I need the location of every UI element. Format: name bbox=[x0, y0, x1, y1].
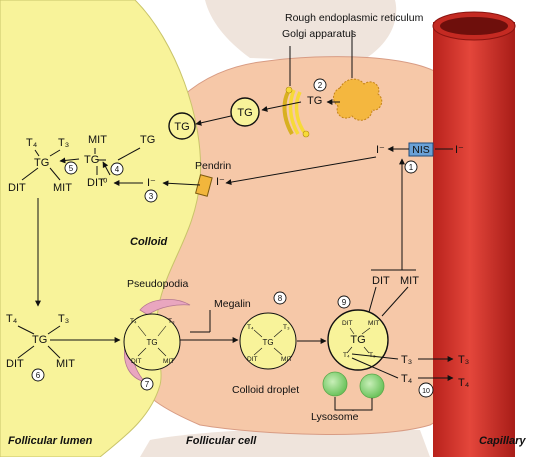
tg-cluster-bottom: TG bbox=[32, 334, 47, 346]
mit-middle: MIT bbox=[88, 134, 107, 146]
svg-text:5: 5 bbox=[69, 164, 74, 173]
svg-text:8: 8 bbox=[278, 294, 283, 303]
lysosome-label: Lysosome bbox=[311, 411, 359, 423]
follicular-lumen-label: Follicular lumen bbox=[8, 435, 93, 447]
lysosome-a bbox=[322, 371, 348, 397]
iodide-in-blood: I⁻ bbox=[455, 144, 464, 156]
follicular-cell-label: Follicular cell bbox=[186, 435, 257, 447]
svg-text:1: 1 bbox=[409, 163, 414, 172]
dit-top-left: DIT bbox=[8, 182, 26, 194]
t3-release-cell: T₃ bbox=[401, 354, 412, 366]
golgi-label: Golgi apparatus bbox=[282, 28, 356, 40]
tg-label-vesicle-1: TG bbox=[174, 121, 189, 133]
dit-drop7: DIT bbox=[131, 358, 142, 365]
t3-bottom: T₃ bbox=[58, 313, 69, 325]
pseudopodia-top bbox=[139, 299, 191, 316]
golgi-apparatus bbox=[282, 86, 310, 138]
t3-release-blood: T₃ bbox=[458, 354, 469, 366]
mit-bottom: MIT bbox=[56, 358, 75, 370]
pendrin-label: Pendrin bbox=[195, 160, 231, 172]
rer-label: Rough endoplasmic reticulum bbox=[285, 12, 424, 24]
step-6: 6 bbox=[31, 368, 45, 382]
tg-drop8: TG bbox=[262, 338, 273, 347]
t3-drop7: T₃ bbox=[168, 318, 175, 325]
mit-drop7: MIT bbox=[163, 358, 174, 365]
tg-vesicle-2 bbox=[230, 97, 260, 127]
tg-cluster-middle: TG bbox=[84, 154, 99, 166]
step-5: 5 bbox=[64, 161, 78, 175]
svg-text:3: 3 bbox=[149, 192, 154, 201]
adjacent-cell-top bbox=[205, 0, 397, 62]
t3-top: T₃ bbox=[58, 137, 69, 149]
iodide-lumen: I⁻ bbox=[147, 177, 156, 189]
dit-bottom: DIT bbox=[6, 358, 24, 370]
svg-text:4: 4 bbox=[115, 165, 120, 174]
step-9: 9 bbox=[337, 295, 351, 309]
lysosome-b bbox=[359, 373, 385, 399]
dit-drop9-top: DIT bbox=[372, 275, 390, 287]
t3-drop8: T₃ bbox=[283, 324, 290, 331]
step-2: 2 bbox=[313, 78, 327, 92]
iodide-pendrin: I⁻ bbox=[216, 176, 225, 188]
iodide-in-cell: I⁻ bbox=[376, 144, 385, 156]
step-8: 8 bbox=[273, 291, 287, 305]
colloid-droplet-label: Colloid droplet bbox=[232, 384, 299, 396]
svg-text:9: 9 bbox=[342, 298, 347, 307]
mit-drop8: MIT bbox=[281, 356, 292, 363]
tg-drop9: TG bbox=[350, 334, 365, 346]
dit-drop8: DIT bbox=[247, 356, 258, 363]
rough-er bbox=[333, 78, 383, 121]
svg-text:6: 6 bbox=[36, 371, 41, 380]
megalin-label: Megalin bbox=[214, 298, 251, 310]
t4-bottom: T₄ bbox=[6, 313, 18, 325]
t4-top: T₄ bbox=[26, 137, 38, 149]
capillary-vessel bbox=[433, 22, 515, 457]
colloid-label: Colloid bbox=[130, 236, 168, 248]
t4-release-cell: T₄ bbox=[401, 373, 413, 385]
pseudopodia-label: Pseudopodia bbox=[127, 278, 188, 290]
pendrin-transporter bbox=[195, 174, 213, 197]
tg-cluster-right: TG bbox=[140, 134, 155, 146]
nis-label: NIS bbox=[412, 144, 430, 156]
step-1: 1 bbox=[404, 160, 418, 174]
svg-text:2: 2 bbox=[318, 81, 323, 90]
step-10: 10 bbox=[418, 382, 434, 398]
t4-drop8: T₄ bbox=[247, 324, 254, 331]
t4-drop9: T₄ bbox=[343, 352, 350, 359]
step-4: 4 bbox=[110, 162, 124, 176]
mit-top-left: MIT bbox=[53, 182, 72, 194]
tg-cluster-left: TG bbox=[34, 157, 49, 169]
mit-drop9: MIT bbox=[368, 320, 379, 327]
svg-text:10: 10 bbox=[422, 388, 430, 395]
dit-middle: DIT bbox=[87, 177, 105, 189]
tg-label-golgi: TG bbox=[307, 95, 322, 107]
t3-drop9: T₃ bbox=[369, 352, 376, 359]
dit-drop9: DIT bbox=[342, 320, 353, 327]
step-7: 7 bbox=[140, 377, 154, 391]
tg-vesicle-1 bbox=[168, 112, 196, 140]
tg-label-vesicle-2: TG bbox=[237, 107, 252, 119]
tg-drop7: TG bbox=[146, 338, 157, 347]
step-3: 3 bbox=[144, 189, 158, 203]
svg-text:7: 7 bbox=[145, 380, 150, 389]
phagolysosome bbox=[327, 309, 389, 371]
t4-release-blood: T₄ bbox=[458, 377, 470, 389]
capillary-label: Capillary bbox=[479, 435, 526, 447]
mit-drop9-top: MIT bbox=[400, 275, 419, 287]
iodine-label: I⁰ bbox=[100, 177, 108, 189]
adjacent-cell-bottom bbox=[140, 428, 430, 457]
t4-drop7: T₄ bbox=[130, 318, 137, 325]
